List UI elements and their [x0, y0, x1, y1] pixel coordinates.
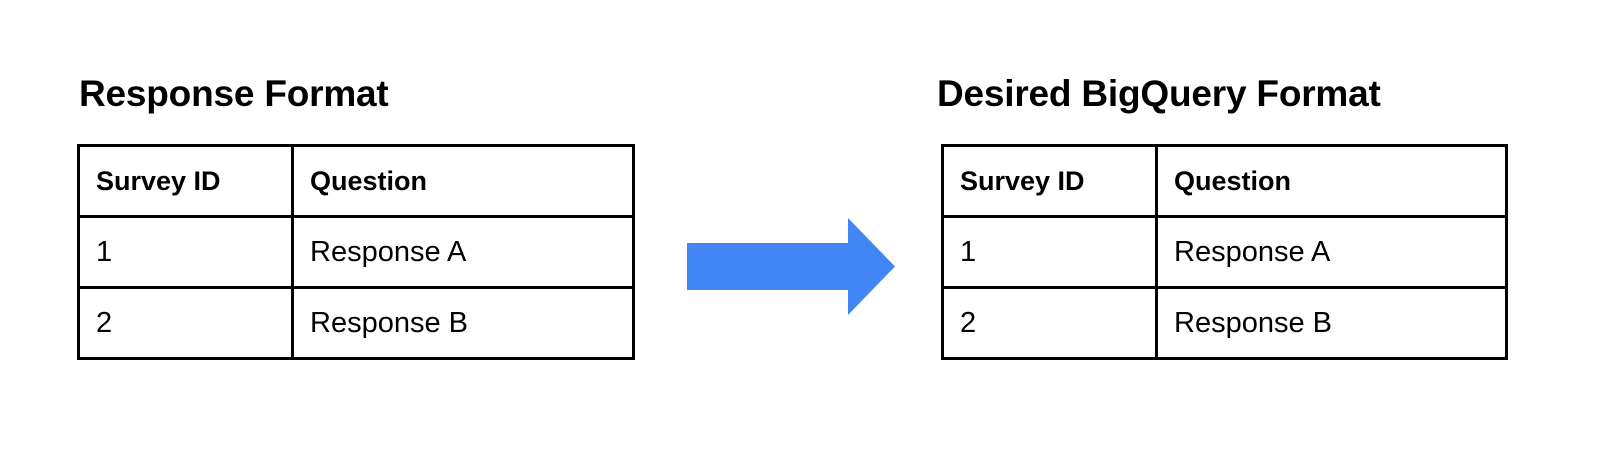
right-panel-title: Desired BigQuery Format	[937, 73, 1381, 114]
cell-survey-id: 2	[941, 286, 1158, 360]
column-header-survey-id: Survey ID	[941, 144, 1158, 218]
table-row: 1 Response A	[941, 215, 1508, 289]
cell-survey-id: 1	[77, 215, 294, 289]
table-row: 2 Response B	[77, 286, 635, 360]
right-arrow-icon	[685, 216, 897, 317]
column-header-question: Question	[291, 144, 635, 218]
table-header-row: Survey ID Question	[77, 144, 635, 218]
cell-survey-id: 1	[941, 215, 1158, 289]
table-header-row: Survey ID Question	[941, 144, 1508, 218]
cell-question: Response B	[1155, 286, 1508, 360]
response-format-panel: Response Format Survey ID Question 1 Res…	[0, 0, 660, 468]
bigquery-format-panel: Desired BigQuery Format Survey ID Questi…	[900, 0, 1600, 468]
table-row: 1 Response A	[77, 215, 635, 289]
column-header-survey-id: Survey ID	[77, 144, 294, 218]
left-panel-title: Response Format	[79, 73, 389, 114]
cell-question: Response A	[1155, 215, 1508, 289]
right-arrow-shape	[687, 218, 895, 315]
column-header-question: Question	[1155, 144, 1508, 218]
bigquery-format-table: Survey ID Question 1 Response A 2 Respon…	[941, 144, 1508, 360]
table-row: 2 Response B	[941, 286, 1508, 360]
cell-question: Response B	[291, 286, 635, 360]
response-format-table: Survey ID Question 1 Response A 2 Respon…	[77, 144, 635, 360]
cell-question: Response A	[291, 215, 635, 289]
cell-survey-id: 2	[77, 286, 294, 360]
